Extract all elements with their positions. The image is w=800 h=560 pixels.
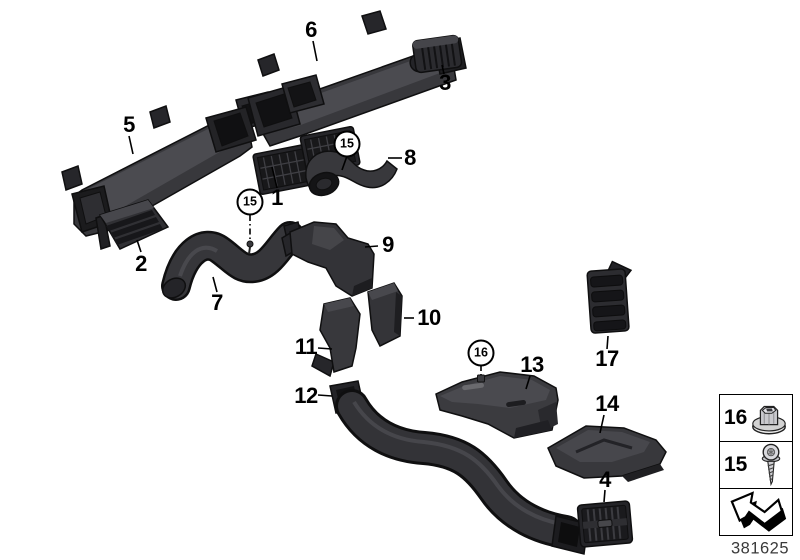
legend-number-16[interactable]: 16 xyxy=(724,406,748,429)
part-label-11[interactable]: 11 xyxy=(294,334,318,359)
part-17-grille-shape xyxy=(586,260,633,334)
legend-row-16: 16 xyxy=(720,395,792,442)
screw-icon xyxy=(751,443,790,487)
fastener-legend-box: 16 15 xyxy=(719,394,793,536)
part-2-vent-shape xyxy=(95,199,170,250)
part-label-7[interactable]: 7 xyxy=(211,290,223,315)
part-label-1[interactable]: 1 xyxy=(271,185,283,210)
part-label-3[interactable]: 3 xyxy=(439,70,451,95)
part-6-air-channel-shape xyxy=(247,10,467,147)
part-label-17[interactable]: 17 xyxy=(595,346,619,371)
part-label-6[interactable]: 6 xyxy=(305,17,317,42)
direction-arrow-icon xyxy=(722,489,790,535)
part-label-2[interactable]: 2 xyxy=(135,251,147,276)
part-5-air-channel-shape xyxy=(61,91,277,237)
screw-glyph xyxy=(246,240,254,255)
expanding-nut-icon xyxy=(748,398,790,438)
part-label-13[interactable]: 13 xyxy=(520,352,544,377)
callout-15-b[interactable]: 15 xyxy=(236,188,264,216)
part-11-duct-shape xyxy=(311,297,361,378)
part-9-duct-shape xyxy=(281,221,375,297)
part-4-grille-shape xyxy=(576,500,634,548)
part-label-14[interactable]: 14 xyxy=(595,391,619,416)
part-13-duct-shape xyxy=(435,371,559,439)
callout-15-a[interactable]: 15 xyxy=(333,130,361,158)
part-label-8[interactable]: 8 xyxy=(404,145,416,170)
part-label-4[interactable]: 4 xyxy=(599,467,611,492)
part-label-9[interactable]: 9 xyxy=(382,232,394,257)
part-3-grille-shape xyxy=(409,34,463,74)
clip-glyph xyxy=(477,374,485,383)
part-label-5[interactable]: 5 xyxy=(123,112,135,137)
legend-number-15[interactable]: 15 xyxy=(724,453,748,476)
part-label-12[interactable]: 12 xyxy=(294,383,318,408)
legend-row-15: 15 xyxy=(720,442,792,489)
leader-lines xyxy=(128,40,609,503)
part-label-10[interactable]: 10 xyxy=(417,305,441,330)
legend-row-arrow xyxy=(720,489,792,535)
part-7-duct-shape xyxy=(161,221,305,301)
part-14-cover-shape xyxy=(547,425,667,482)
callout-16[interactable]: 16 xyxy=(467,339,495,367)
diagram-number: 381625 xyxy=(730,539,790,558)
part-10-duct-shape xyxy=(367,282,403,348)
part-8-duct-shape xyxy=(305,150,398,197)
part-12-duct-shape xyxy=(329,380,589,555)
